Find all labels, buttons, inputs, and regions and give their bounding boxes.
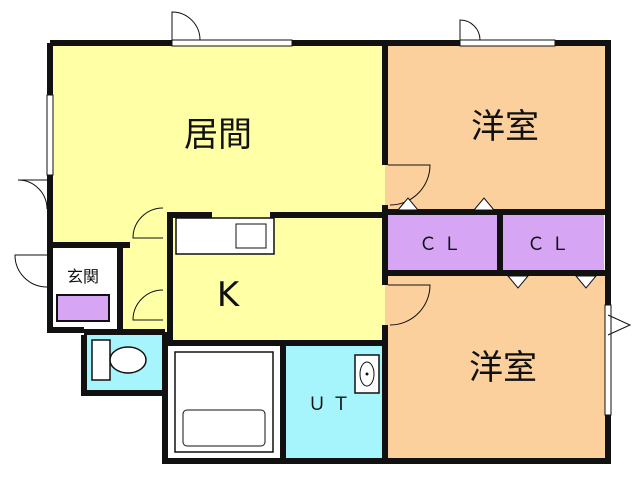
closet-door-markers xyxy=(396,197,598,289)
wash-basin xyxy=(354,354,380,394)
closet-left-area xyxy=(388,214,498,271)
closet-left-label: ＣＬ xyxy=(419,234,467,255)
western-room-bottom-area xyxy=(385,273,607,461)
windows xyxy=(46,39,612,416)
toilet xyxy=(91,339,147,381)
western-room-top-label: 洋室 xyxy=(471,107,539,147)
entrance-label: 玄関 xyxy=(67,267,99,286)
hall-area xyxy=(120,245,175,330)
living-room-area xyxy=(52,45,385,245)
closet-right-area xyxy=(502,214,604,271)
interior-walls xyxy=(50,43,608,461)
bathtub xyxy=(174,351,274,453)
kitchen-label: K xyxy=(217,275,241,315)
living-room-label: 居間 xyxy=(184,115,252,155)
closet-right-label: ＣＬ xyxy=(527,234,575,255)
shoe-box xyxy=(56,294,110,322)
kitchen-counter xyxy=(175,217,275,255)
utility-label: ＵＴ xyxy=(308,394,356,415)
western-room-bottom-label: 洋室 xyxy=(469,348,537,388)
western-room-top-area xyxy=(385,45,607,212)
